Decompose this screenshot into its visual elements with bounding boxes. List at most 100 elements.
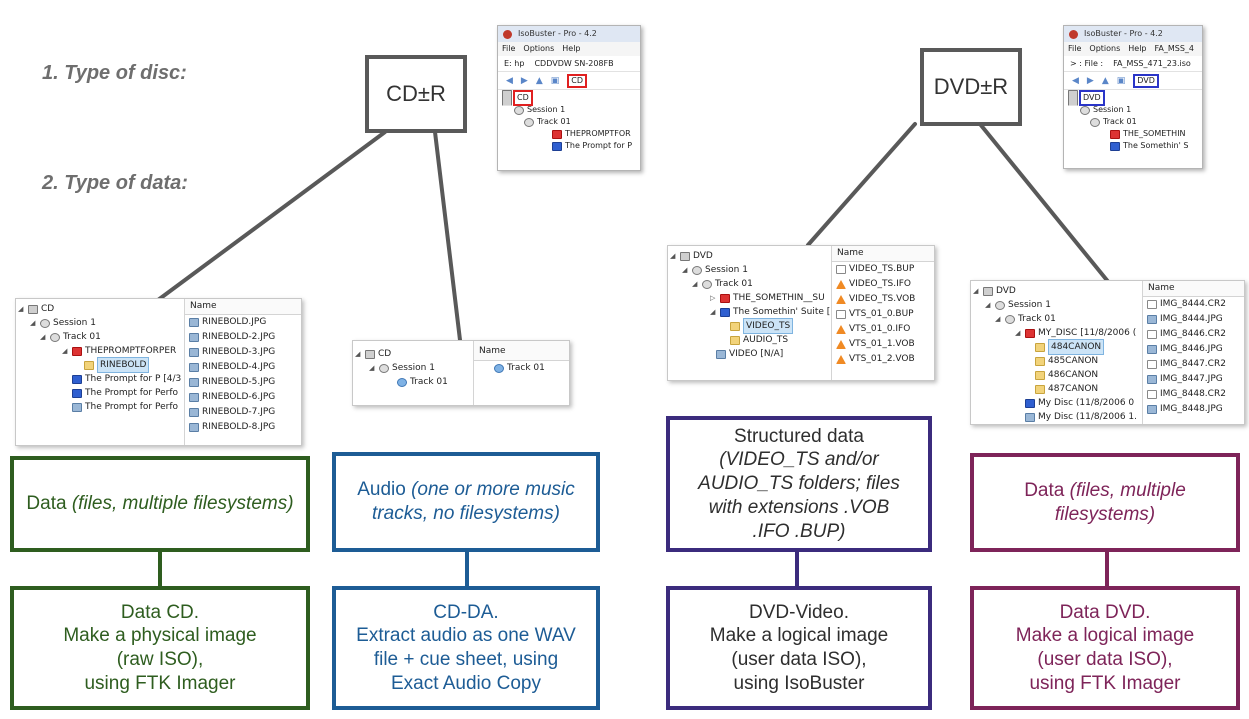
action-line: Data CD. (120, 601, 200, 623)
file-item[interactable]: IMG_8446.CR2 (1143, 327, 1244, 342)
up-icon[interactable]: ▲ (1101, 75, 1109, 86)
column-header-name[interactable]: Name (474, 341, 569, 361)
toolbar: ◀ ▶ ▲ ▣ DVD (1064, 72, 1202, 90)
tree-item[interactable]: The Prompt for P (502, 140, 636, 152)
tree-item[interactable]: Session 1 (502, 104, 636, 116)
up-icon[interactable]: ▲ (535, 75, 543, 86)
tree-item[interactable]: The Prompt for Perfo (18, 386, 184, 400)
menu-file[interactable]: File (502, 44, 516, 53)
column-header-name[interactable]: Name (832, 246, 934, 262)
action-line: (user data ISO), (731, 649, 867, 670)
category-detail: (VIDEO_TS and/or AUDIO_TS folders; files… (698, 449, 900, 542)
menu-extra[interactable]: FA_MSS_4 (1154, 44, 1195, 53)
tree-item[interactable]: ◢Session 1 (369, 363, 435, 373)
file-item[interactable]: IMG_8447.JPG (1143, 372, 1244, 387)
tree-item[interactable]: THEPROMPTFOR (502, 128, 636, 140)
forward-icon[interactable]: ▶ (1086, 75, 1094, 86)
format-indicator: CD (567, 73, 588, 88)
cd-disc-box: CD±R (365, 55, 467, 133)
tree-item[interactable]: VIDEO [N/A] (670, 347, 831, 361)
file-item[interactable]: Track 01 (474, 361, 569, 376)
tree-item[interactable]: ◢DVD (973, 286, 1016, 296)
action-line: DVD-Video. (749, 601, 849, 623)
menu-help[interactable]: Help (1128, 44, 1147, 53)
file-item[interactable]: VTS_01_0.BUP (832, 307, 934, 322)
back-icon[interactable]: ◀ (506, 75, 513, 86)
column-header-name[interactable]: Name (185, 299, 301, 315)
tree-item-selected[interactable]: 484CANON (973, 339, 1141, 355)
tree-item[interactable]: ◢MY_DISC [11/8/2006 ( (1015, 328, 1137, 338)
tree-item[interactable]: ◢Session 1 (985, 300, 1051, 310)
tree-item[interactable]: ◢Track 01 (40, 332, 101, 342)
back-icon[interactable]: ◀ (1072, 75, 1079, 86)
file-item[interactable]: VIDEO_TS.VOB (832, 292, 934, 307)
tree-item[interactable]: 485CANON (973, 354, 1141, 368)
file-item[interactable]: RINEBOLD-2.JPG (185, 330, 301, 345)
drive-selector[interactable]: > : File :FA_MSS_471_23.iso (1064, 56, 1202, 72)
tree-item[interactable]: THE_SOMETHIN (1068, 128, 1198, 140)
tree-item-selected[interactable]: VIDEO_TS (670, 318, 831, 334)
file-item[interactable]: RINEBOLD-8.JPG (185, 420, 301, 435)
tree-item[interactable]: The Somethin' S (1068, 140, 1198, 152)
file-item[interactable]: RINEBOLD-7.JPG (185, 405, 301, 420)
file-item[interactable]: IMG_8444.JPG (1143, 312, 1244, 327)
file-item[interactable]: RINEBOLD.JPG (185, 315, 301, 330)
file-item[interactable]: VIDEO_TS.BUP (832, 262, 934, 277)
menu-options[interactable]: Options (1089, 44, 1121, 53)
menu-help[interactable]: Help (562, 44, 581, 53)
category-label: Data (26, 493, 72, 515)
save-icon[interactable]: ▣ (1116, 75, 1126, 86)
tree-item[interactable]: The Prompt for Perfo (18, 400, 184, 414)
tree-item[interactable]: ◢Session 1 (30, 318, 96, 328)
file-item[interactable]: IMG_8447.CR2 (1143, 357, 1244, 372)
file-item[interactable]: IMG_8444.CR2 (1143, 297, 1244, 312)
column-header-name[interactable]: Name (1143, 281, 1244, 297)
menu-file[interactable]: File (1068, 44, 1082, 53)
tree-item[interactable]: 486CANON (973, 368, 1141, 382)
tree-item[interactable]: The Prompt for P [4/3 (18, 372, 184, 386)
file-item[interactable]: IMG_8448.CR2 (1143, 387, 1244, 402)
file-item[interactable]: RINEBOLD-6.JPG (185, 390, 301, 405)
menu-options[interactable]: Options (523, 44, 555, 53)
file-list: Name RINEBOLD.JPG RINEBOLD-2.JPG RINEBOL… (184, 299, 301, 445)
tree-item[interactable]: Track 01 (502, 116, 636, 128)
tree-item[interactable]: Track 01 (1068, 116, 1198, 128)
tree-item[interactable]: 487CANON (973, 382, 1141, 396)
data-cd-action-box: Data CD. Make a physical image (raw ISO)… (10, 586, 310, 710)
file-item[interactable]: IMG_8448.JPG (1143, 402, 1244, 417)
tree-item[interactable]: ◢DVD (670, 251, 713, 261)
save-icon[interactable]: ▣ (550, 75, 560, 86)
tree-item[interactable]: ◢Track 01 (692, 279, 753, 289)
tree-item[interactable]: AUDIO_TS (670, 333, 831, 347)
tree-item-selected[interactable]: RINEBOLD (18, 357, 184, 373)
tree-item[interactable]: Session 1 (1068, 104, 1198, 116)
tree-item[interactable]: Track 01 (355, 375, 471, 389)
tree-item[interactable]: ◢The Somethin' Suite [ (710, 307, 831, 317)
file-item[interactable]: RINEBOLD-5.JPG (185, 375, 301, 390)
file-item[interactable]: RINEBOLD-4.JPG (185, 360, 301, 375)
forward-icon[interactable]: ▶ (520, 75, 528, 86)
audio-cd-screenshot: ◢CD ◢Session 1 Track 01 Name Track 01 (352, 340, 570, 406)
tree-item[interactable]: ◢THEPROMPTFORPER (62, 346, 177, 356)
connector-dvd-to-video (806, 122, 917, 247)
data-cd-screenshot: ◢CD ◢Session 1 ◢Track 01 ◢THEPROMPTFORPE… (15, 298, 302, 446)
file-item[interactable]: VIDEO_TS.IFO (832, 277, 934, 292)
tree-item[interactable]: DVD (1068, 90, 1198, 106)
action-line: file + cue sheet, using (373, 649, 559, 670)
file-item[interactable]: VTS_01_0.IFO (832, 322, 934, 337)
dvd-disc-box: DVD±R (920, 48, 1022, 126)
tree-item[interactable]: ▷THE_SOMETHIN__SU (710, 293, 825, 303)
action-line: Make a physical image (63, 625, 257, 647)
file-item[interactable]: VTS_01_1.VOB (832, 337, 934, 352)
tree-item[interactable]: CD (502, 90, 636, 106)
file-item[interactable]: RINEBOLD-3.JPG (185, 345, 301, 360)
file-item[interactable]: IMG_8446.JPG (1143, 342, 1244, 357)
tree-item[interactable]: ◢Track 01 (995, 314, 1056, 324)
tree-item[interactable]: ◢CD (355, 349, 392, 359)
file-item[interactable]: VTS_01_2.VOB (832, 352, 934, 367)
tree-item[interactable]: My Disc (11/8/2006 1. (973, 410, 1141, 424)
tree-item[interactable]: ◢Session 1 (682, 265, 748, 275)
tree-item[interactable]: My Disc (11/8/2006 0 (973, 396, 1141, 410)
tree-item[interactable]: ◢CD (18, 304, 55, 314)
